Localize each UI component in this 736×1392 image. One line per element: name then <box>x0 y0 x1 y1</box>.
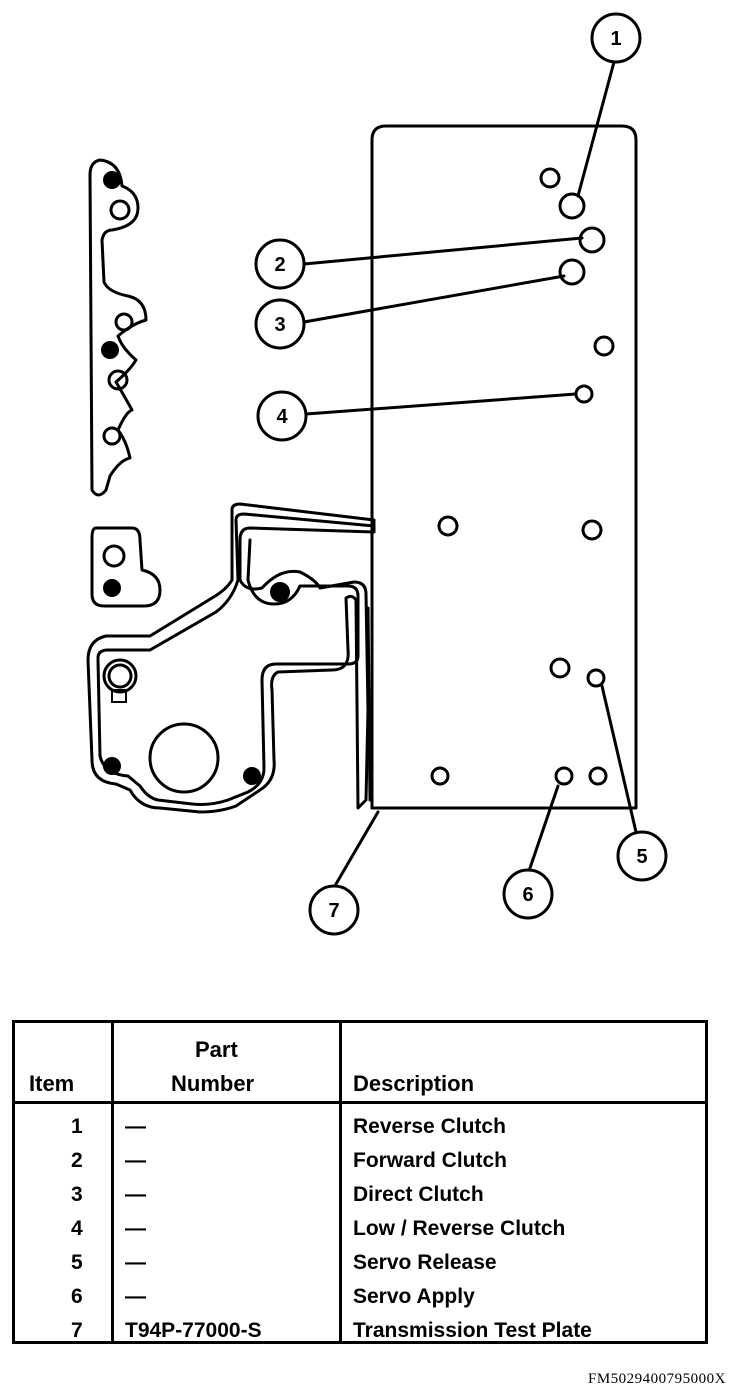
row-part-number: — <box>125 1285 146 1308</box>
callout-label: 2 <box>274 254 285 276</box>
callout-5 <box>616 830 668 882</box>
row-description: Forward Clutch <box>353 1149 508 1172</box>
row-description: Servo Apply <box>353 1285 475 1308</box>
callout-1 <box>590 12 642 64</box>
callout-label: 7 <box>328 900 339 922</box>
figure-code: FM5029400795000X <box>587 1371 726 1387</box>
callout-label: 4 <box>276 406 288 428</box>
row-part-number: — <box>125 1251 146 1274</box>
callout-4 <box>256 390 308 442</box>
row-description: Low / Reverse Clutch <box>353 1217 566 1240</box>
callout-2 <box>254 238 306 290</box>
small-plate <box>90 526 162 608</box>
test-plate-outline <box>370 124 638 810</box>
header-part-number-line2: Number <box>171 1071 255 1096</box>
row-item: 3 <box>71 1183 83 1206</box>
callout-6 <box>502 868 554 920</box>
row-item: 4 <box>71 1217 83 1240</box>
row-part-number: — <box>125 1149 146 1172</box>
header-part-number-line1: Part <box>195 1037 238 1062</box>
row-part-number: — <box>125 1217 146 1240</box>
callout-3 <box>254 298 306 350</box>
transmission-test-plate-diagram: 1 2 3 4 5 6 7 <box>86 12 668 936</box>
row-part-number: — <box>125 1183 146 1206</box>
callout-label: 6 <box>522 884 533 906</box>
row-item: 7 <box>71 1319 83 1342</box>
row-part-number: — <box>125 1115 146 1138</box>
row-item: 2 <box>71 1149 83 1172</box>
callout-7 <box>308 884 360 936</box>
parts-table: Item Part Number Description 1 — Reverse C… <box>12 1020 708 1344</box>
callout-label: 1 <box>610 28 621 50</box>
gasket-strip <box>88 158 148 497</box>
row-description: Servo Release <box>353 1251 497 1274</box>
header-item: Item <box>29 1071 75 1096</box>
row-item: 5 <box>71 1251 83 1274</box>
row-description: Reverse Clutch <box>353 1115 506 1138</box>
large-gasket <box>86 502 376 814</box>
callout-label: 5 <box>636 846 647 868</box>
row-item: 6 <box>71 1285 83 1308</box>
row-description: Direct Clutch <box>353 1183 484 1206</box>
row-part-number: T94P-77000-S <box>125 1319 262 1342</box>
header-description: Description <box>353 1071 475 1096</box>
callout-label: 3 <box>274 314 285 336</box>
row-item: 1 <box>71 1115 83 1138</box>
row-description: Transmission Test Plate <box>353 1319 592 1342</box>
